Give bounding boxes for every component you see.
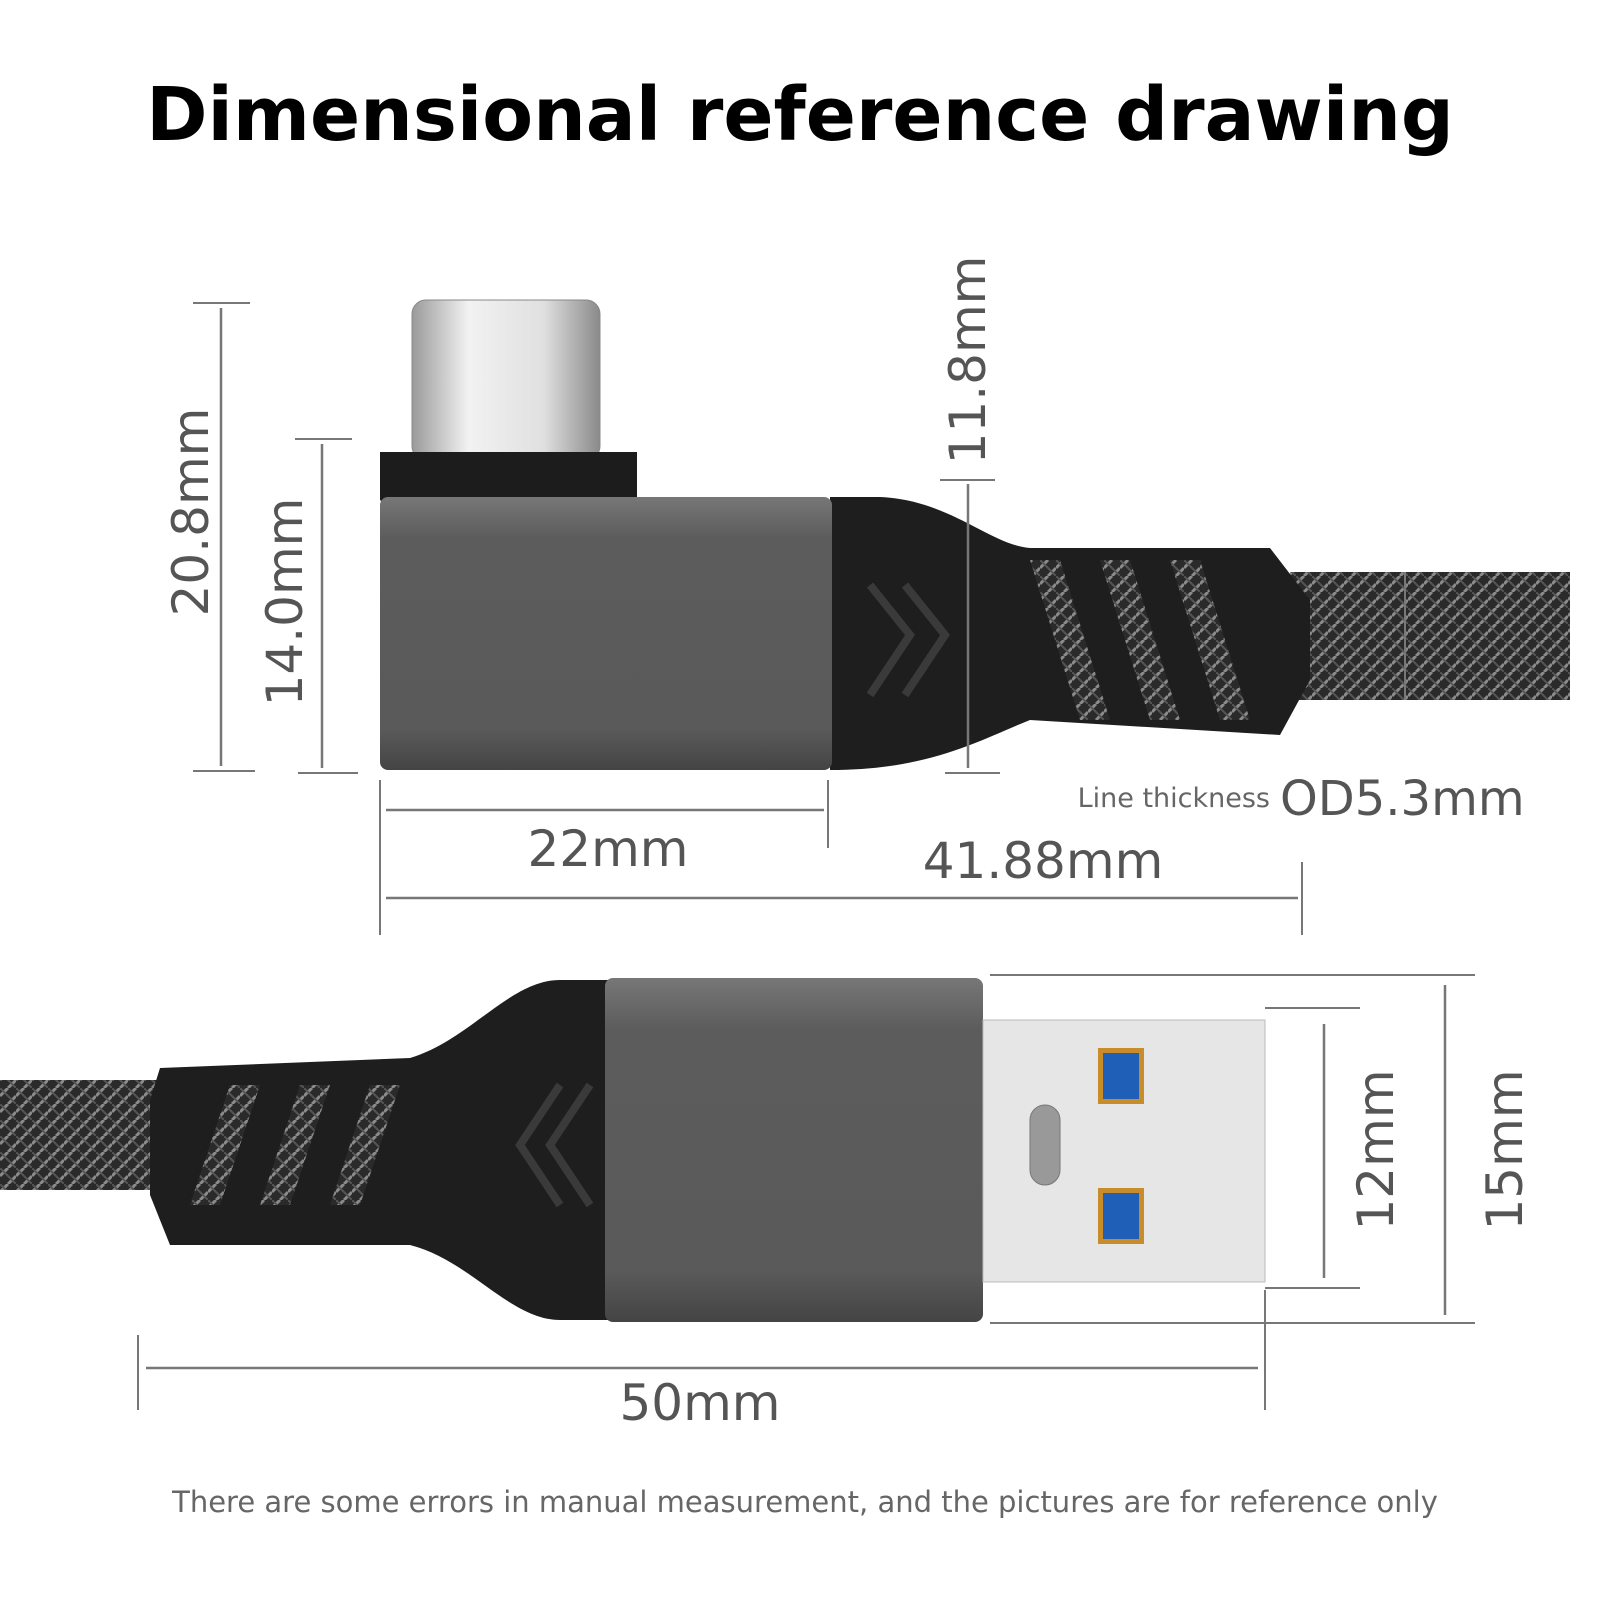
braided-cable [0, 1080, 170, 1190]
usb-a-connector [0, 978, 1266, 1322]
metal-housing [380, 497, 832, 770]
strain-relief [150, 980, 610, 1320]
dimension-14-0: 14.0mm [256, 438, 358, 774]
dimension-20-8: 20.8mm [162, 302, 255, 772]
dim-label: 15mm [1476, 1069, 1534, 1230]
chevron-mark [866, 582, 950, 698]
footer-note: There are some errors in manual measurem… [171, 1485, 1438, 1519]
usb-logo-slot [1029, 1104, 1061, 1186]
dim-label: 20.8mm [162, 408, 220, 617]
dimension-50: 50mm [137, 1290, 1266, 1432]
dim-label: 50mm [619, 1374, 780, 1432]
dimension-11-8: 11.8mm [939, 256, 1000, 774]
dim-label: 11.8mm [939, 256, 997, 465]
chevron-mark [515, 1082, 594, 1208]
dimension-41-88: 41.88mm [386, 832, 1303, 935]
line-thickness-value: OD5.3mm [1280, 771, 1525, 827]
dim-label: 22mm [527, 820, 688, 878]
page-title: Dimensional reference drawing [146, 72, 1454, 158]
type-c-plug [411, 299, 601, 461]
dimension-15: 15mm [990, 974, 1534, 1324]
braided-cable [1290, 572, 1570, 700]
line-thickness-label: Line thickness [1078, 783, 1270, 814]
dim-label: 12mm [1347, 1069, 1405, 1230]
dim-label: 41.88mm [923, 832, 1164, 890]
dim-label: 14.0mm [256, 498, 314, 707]
dimension-12: 12mm [1265, 1007, 1405, 1289]
metal-housing [605, 978, 983, 1322]
dimension-22: 22mm [379, 780, 829, 935]
type-c-connector [380, 299, 1570, 770]
